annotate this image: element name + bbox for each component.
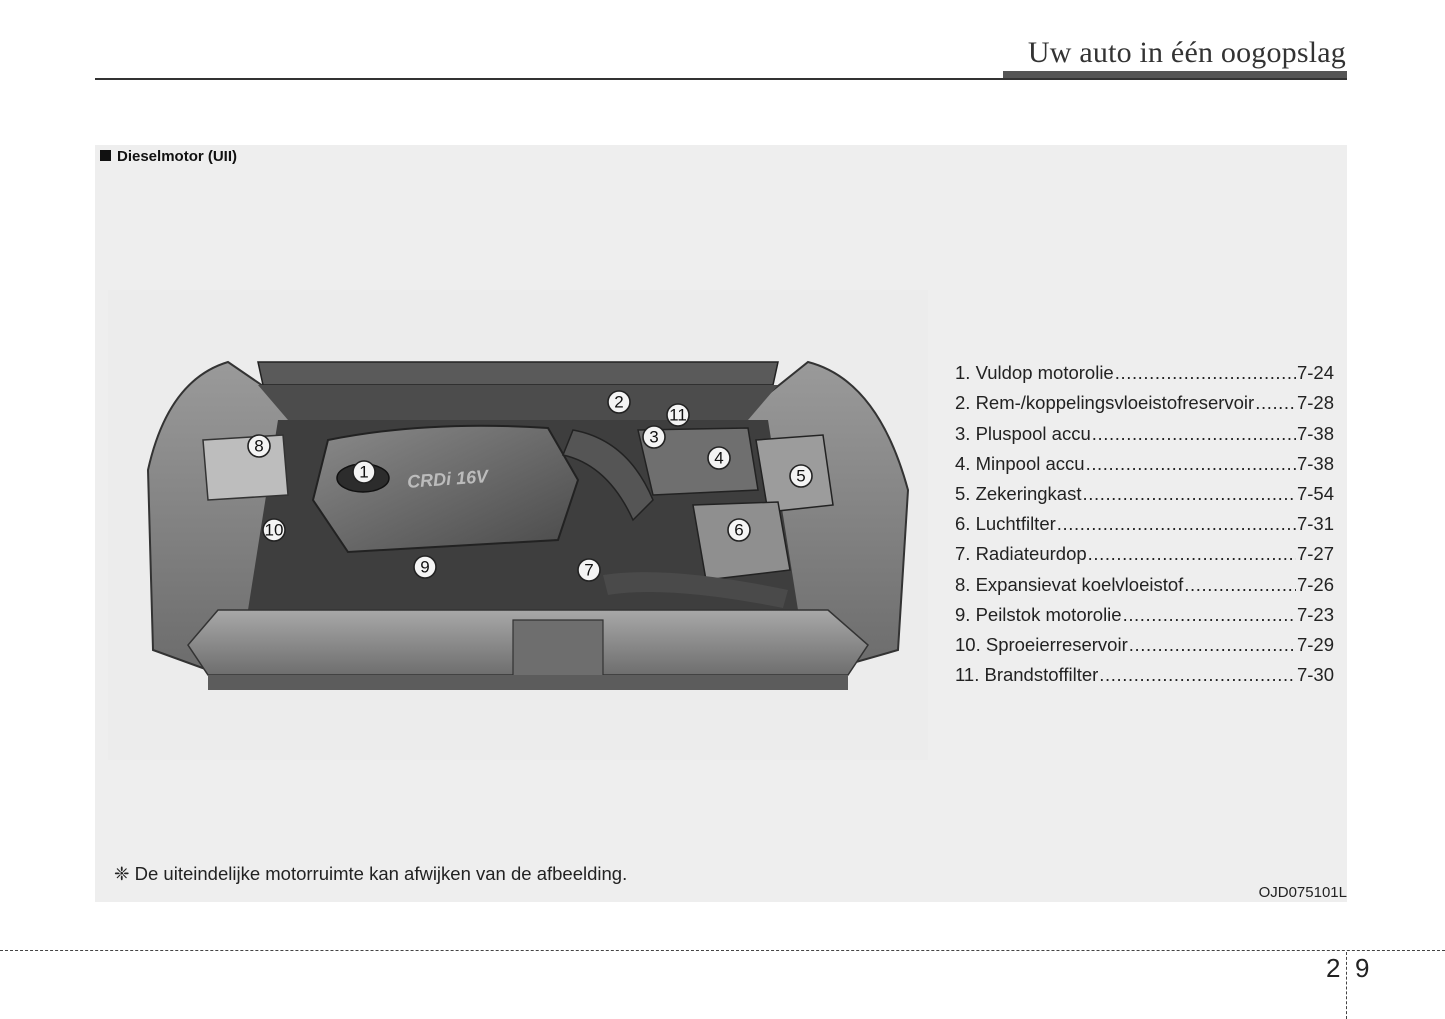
svg-text:10: 10 — [265, 521, 284, 540]
svg-text:11: 11 — [669, 406, 687, 425]
svg-text:7: 7 — [584, 561, 593, 580]
legend-item: 4. Minpool accu7-38 — [955, 445, 1334, 475]
square-bullet-icon — [100, 150, 111, 161]
legend-item: 9. Peilstok motorolie7-23 — [955, 596, 1334, 626]
svg-text:3: 3 — [649, 428, 658, 447]
legend-item: 2. Rem-/koppelingsvloeistofreservoir7-28 — [955, 384, 1334, 414]
callout-5: 5 — [789, 464, 813, 488]
callout-7: 7 — [577, 558, 601, 582]
callout-10: 10 — [262, 518, 286, 542]
callout-1: 1 — [352, 460, 376, 484]
legend-item: 11. Brandstoffilter7-30 — [955, 656, 1334, 686]
page-number: 9 — [1355, 953, 1370, 983]
footer-dashed-rule — [0, 950, 1445, 951]
svg-text:8: 8 — [254, 437, 263, 456]
engine-bay-illustration: CRDi 16V 1 2 3 4 5 6 7 8 9 10 11 — [108, 290, 928, 760]
legend-item: 7. Radiateurdop7-27 — [955, 535, 1334, 565]
svg-text:6: 6 — [734, 521, 743, 540]
legend-item: 3. Pluspool accu7-38 — [955, 414, 1334, 444]
svg-text:1: 1 — [359, 463, 368, 482]
legend-item: 1. Vuldop motorolie7-24 — [955, 354, 1334, 384]
svg-text:5: 5 — [796, 467, 805, 486]
header-rule — [95, 78, 1347, 80]
svg-text:4: 4 — [714, 449, 723, 468]
callout-9: 9 — [413, 555, 437, 579]
callout-11: 11 — [666, 403, 690, 427]
legend-item: 5. Zekeringkast7-54 — [955, 475, 1334, 505]
svg-text:9: 9 — [420, 558, 429, 577]
section-label: Dieselmotor (UII) — [100, 148, 237, 165]
callout-4: 4 — [707, 446, 731, 470]
chapter-number: 2 — [1326, 953, 1341, 983]
page-header-title: Uw auto in één oogopslag — [1027, 36, 1346, 69]
header-tab-bar — [1003, 71, 1347, 80]
callout-6: 6 — [727, 518, 751, 542]
callout-8: 8 — [247, 434, 271, 458]
section-label-text: Dieselmotor (UII) — [117, 148, 238, 165]
legend-item: 10. Sproeierreservoir7-29 — [955, 626, 1334, 656]
callout-3: 3 — [642, 425, 666, 449]
legend-item: 6. Luchtfilter7-31 — [955, 505, 1334, 535]
svg-text:2: 2 — [614, 393, 623, 412]
legend-item: 8. Expansievat koelvloeistof7-26 — [955, 565, 1334, 595]
figure-code: OJD075101L — [1258, 884, 1347, 901]
page-number-divider — [1346, 952, 1347, 1019]
parts-legend: 1. Vuldop motorolie7-24 2. Rem-/koppelin… — [955, 354, 1334, 686]
callout-2: 2 — [607, 390, 631, 414]
footnote: ❈ De uiteindelijke motorruimte kan afwij… — [114, 863, 628, 884]
